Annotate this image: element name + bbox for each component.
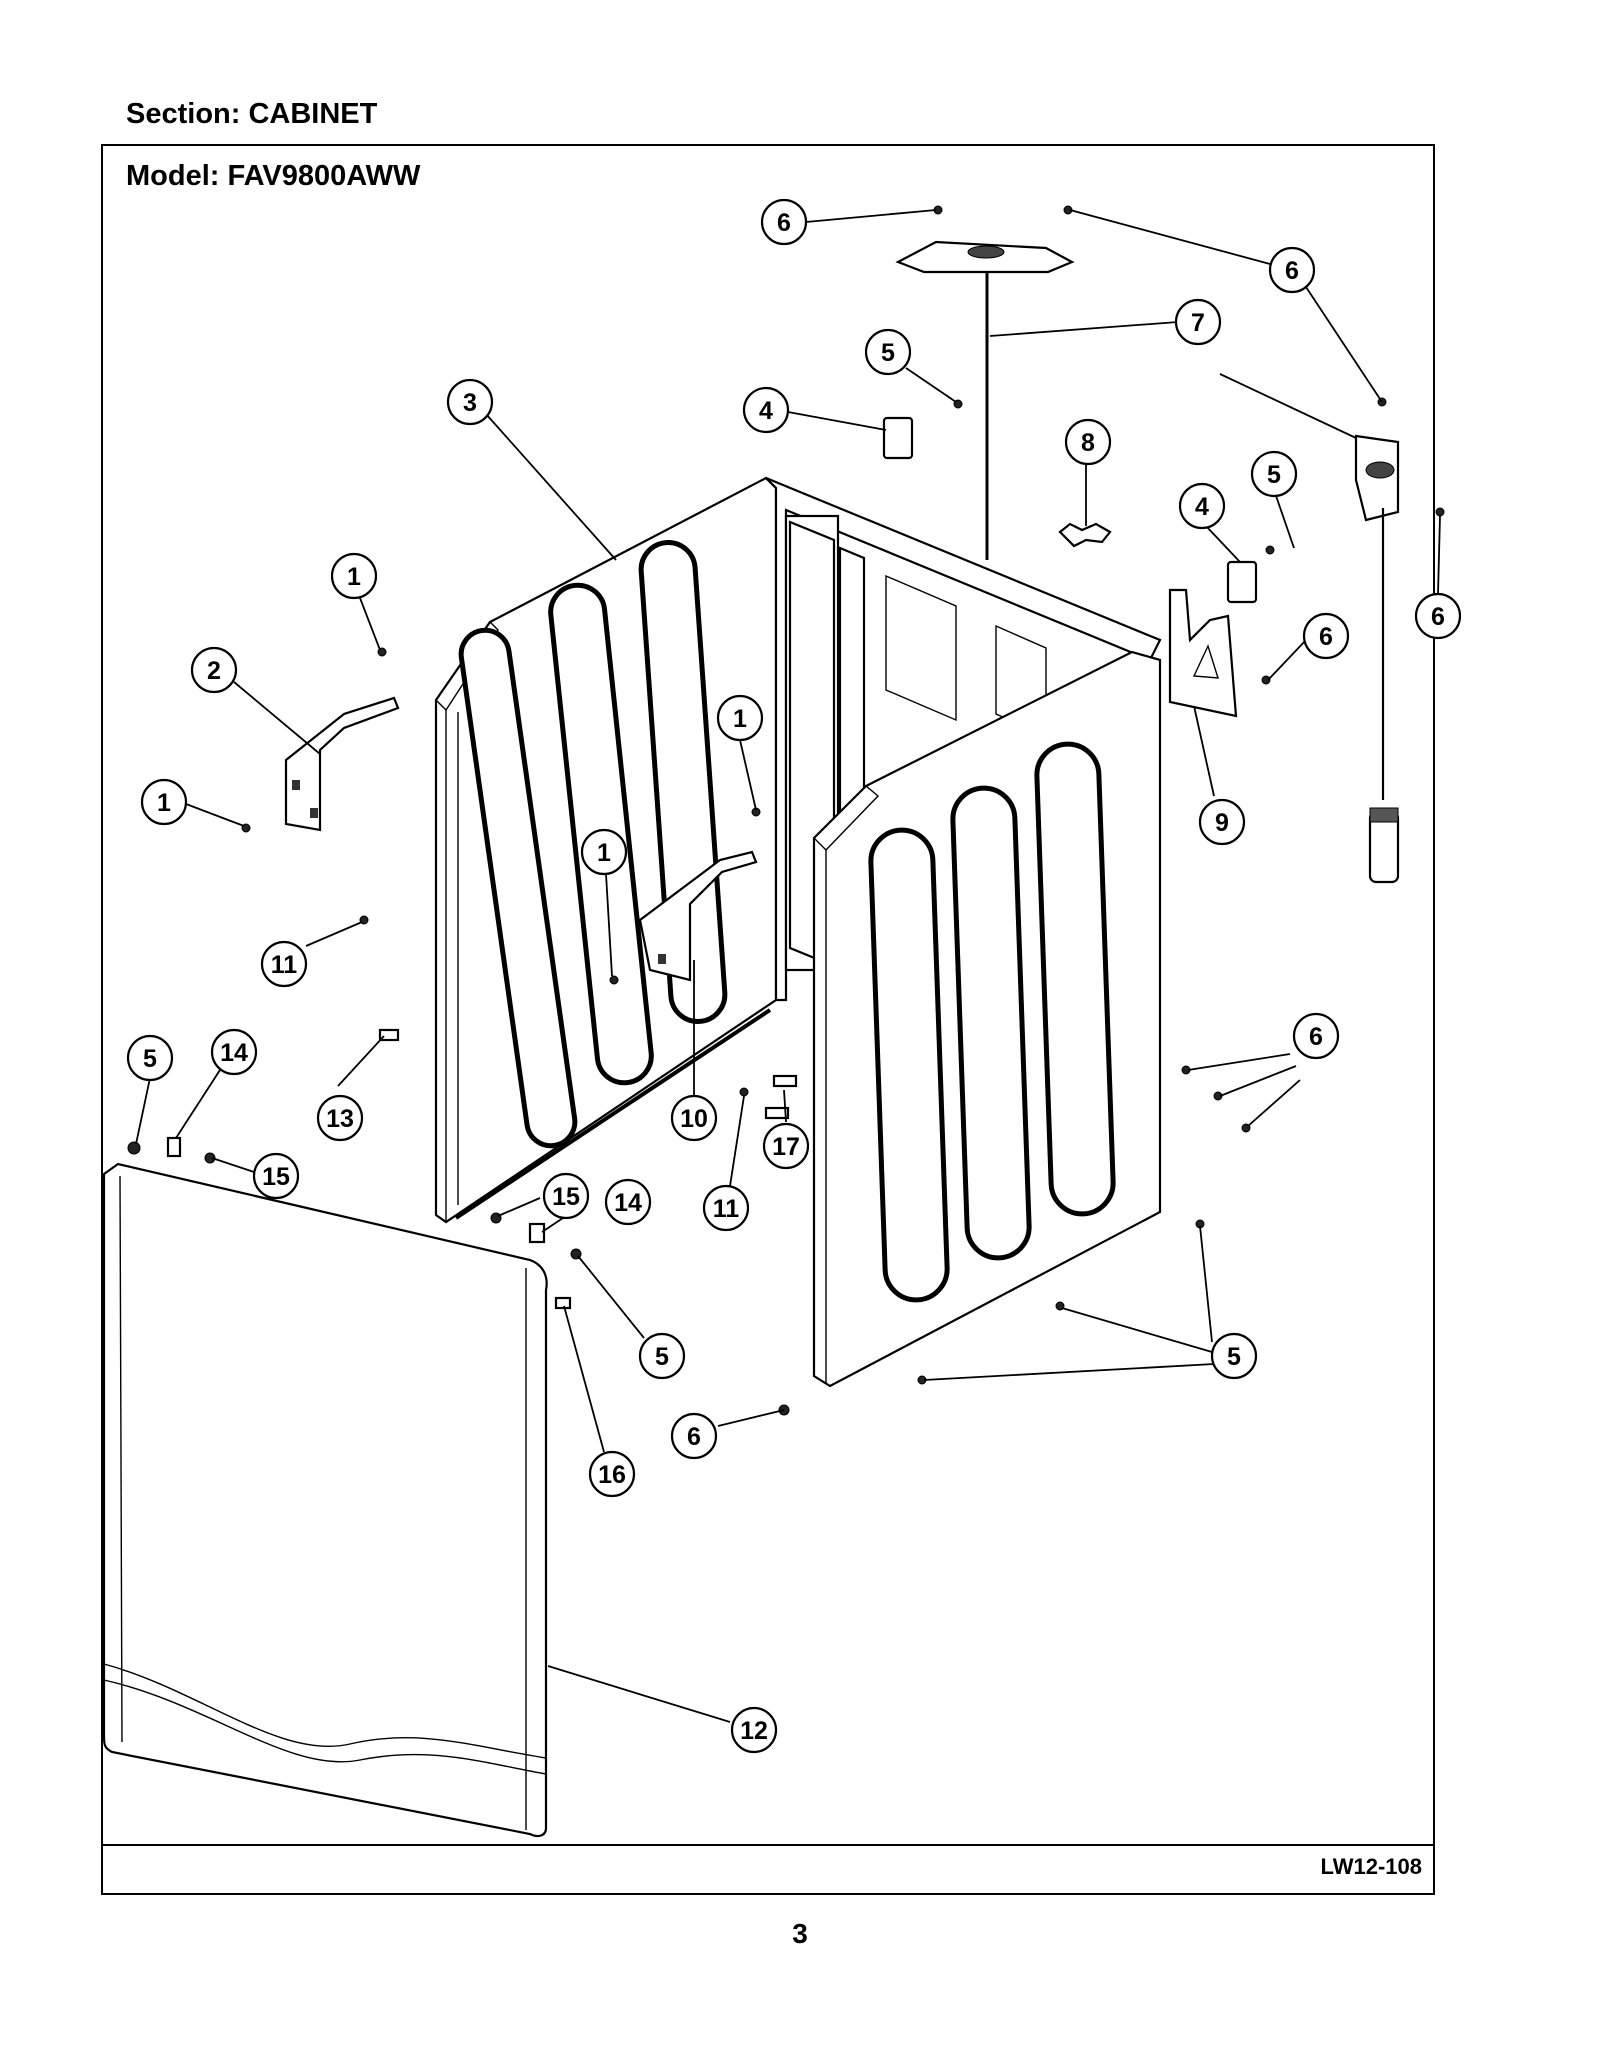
- svg-text:5: 5: [1227, 1343, 1241, 1371]
- callout-17: 17: [762, 1122, 810, 1170]
- callout-1: 1: [330, 552, 378, 600]
- callout-13: 13: [316, 1094, 364, 1142]
- svg-text:4: 4: [759, 397, 773, 425]
- small-hardware: [127, 205, 1445, 1416]
- callout-14: 14: [210, 1028, 258, 1076]
- svg-text:6: 6: [1319, 623, 1333, 651]
- svg-text:11: 11: [271, 951, 298, 979]
- callout-5: 5: [864, 328, 912, 376]
- svg-text:6: 6: [777, 209, 791, 237]
- svg-text:14: 14: [614, 1189, 642, 1217]
- page-number: 3: [792, 1918, 808, 1949]
- section-title: Section: CABINET: [126, 98, 378, 130]
- callout-7: 7: [1174, 298, 1222, 346]
- svg-text:1: 1: [157, 789, 171, 817]
- svg-text:1: 1: [347, 563, 361, 591]
- hinge-part-4: [882, 416, 1258, 604]
- bracket-part-10: [638, 850, 758, 982]
- svg-text:11: 11: [713, 1195, 740, 1223]
- model-title: Model: FAV9800AWW: [126, 160, 421, 192]
- reference-code: LW12-108: [1320, 1854, 1423, 1879]
- svg-text:17: 17: [772, 1133, 800, 1161]
- svg-text:14: 14: [220, 1039, 248, 1067]
- svg-text:13: 13: [326, 1105, 354, 1133]
- callout-5: 5: [126, 1034, 174, 1082]
- svg-text:12: 12: [740, 1717, 768, 1745]
- cord-assembly-part-7: [895, 240, 1400, 884]
- svg-text:5: 5: [881, 339, 895, 367]
- callout-11: 11: [260, 940, 308, 988]
- callout-5: 5: [638, 1332, 686, 1380]
- svg-text:15: 15: [552, 1183, 580, 1211]
- callout-16: 16: [588, 1450, 636, 1498]
- callout-1: 1: [716, 694, 764, 742]
- callout-10: 10: [670, 1094, 718, 1142]
- callout-6: 6: [1292, 1012, 1340, 1060]
- svg-text:16: 16: [598, 1461, 626, 1489]
- svg-text:8: 8: [1081, 429, 1095, 457]
- callout-15: 15: [542, 1172, 590, 1220]
- callout-9: 9: [1198, 798, 1246, 846]
- svg-text:2: 2: [207, 657, 221, 685]
- svg-text:6: 6: [1309, 1023, 1323, 1051]
- svg-text:10: 10: [680, 1105, 708, 1133]
- callout-6: 6: [1414, 592, 1462, 640]
- callout-1: 1: [140, 778, 188, 826]
- svg-text:15: 15: [262, 1163, 290, 1191]
- callout-6: 6: [760, 198, 808, 246]
- svg-text:5: 5: [1267, 461, 1281, 489]
- svg-text:5: 5: [143, 1045, 157, 1073]
- bracket-part-9: [1168, 588, 1238, 718]
- callout-2: 2: [190, 646, 238, 694]
- footer-divider: [101, 1844, 1435, 1846]
- callout-3: 3: [446, 378, 494, 426]
- svg-text:1: 1: [733, 705, 747, 733]
- callout-4: 4: [742, 386, 790, 434]
- callout-8: 8: [1064, 418, 1112, 466]
- leader-lines: [135, 209, 1441, 1723]
- svg-text:6: 6: [1431, 603, 1445, 631]
- svg-text:1: 1: [597, 839, 611, 867]
- callout-5: 5: [1210, 1332, 1258, 1380]
- svg-text:7: 7: [1191, 309, 1205, 337]
- cabinet-part-3: [434, 476, 1162, 1388]
- svg-text:6: 6: [687, 1423, 701, 1451]
- callout-14: 14: [604, 1178, 652, 1226]
- callout-5: 5: [1250, 450, 1298, 498]
- clip-part-8: [1058, 522, 1112, 548]
- svg-text:9: 9: [1215, 809, 1229, 837]
- svg-text:6: 6: [1285, 257, 1299, 285]
- callout-1: 1: [580, 828, 628, 876]
- callout-6: 6: [1268, 246, 1316, 294]
- svg-text:4: 4: [1195, 493, 1209, 521]
- callout-11: 11: [702, 1184, 750, 1232]
- callout-4: 4: [1178, 482, 1226, 530]
- callout-15: 15: [252, 1152, 300, 1200]
- diagram-frame: [101, 144, 1435, 1895]
- door-panel-part-12: [102, 1162, 548, 1838]
- callout-6: 6: [670, 1412, 718, 1460]
- callout-6: 6: [1302, 612, 1350, 660]
- callout-12: 12: [730, 1706, 778, 1754]
- svg-text:3: 3: [463, 389, 477, 417]
- bracket-part-2: [284, 696, 400, 832]
- svg-text:5: 5: [655, 1343, 669, 1371]
